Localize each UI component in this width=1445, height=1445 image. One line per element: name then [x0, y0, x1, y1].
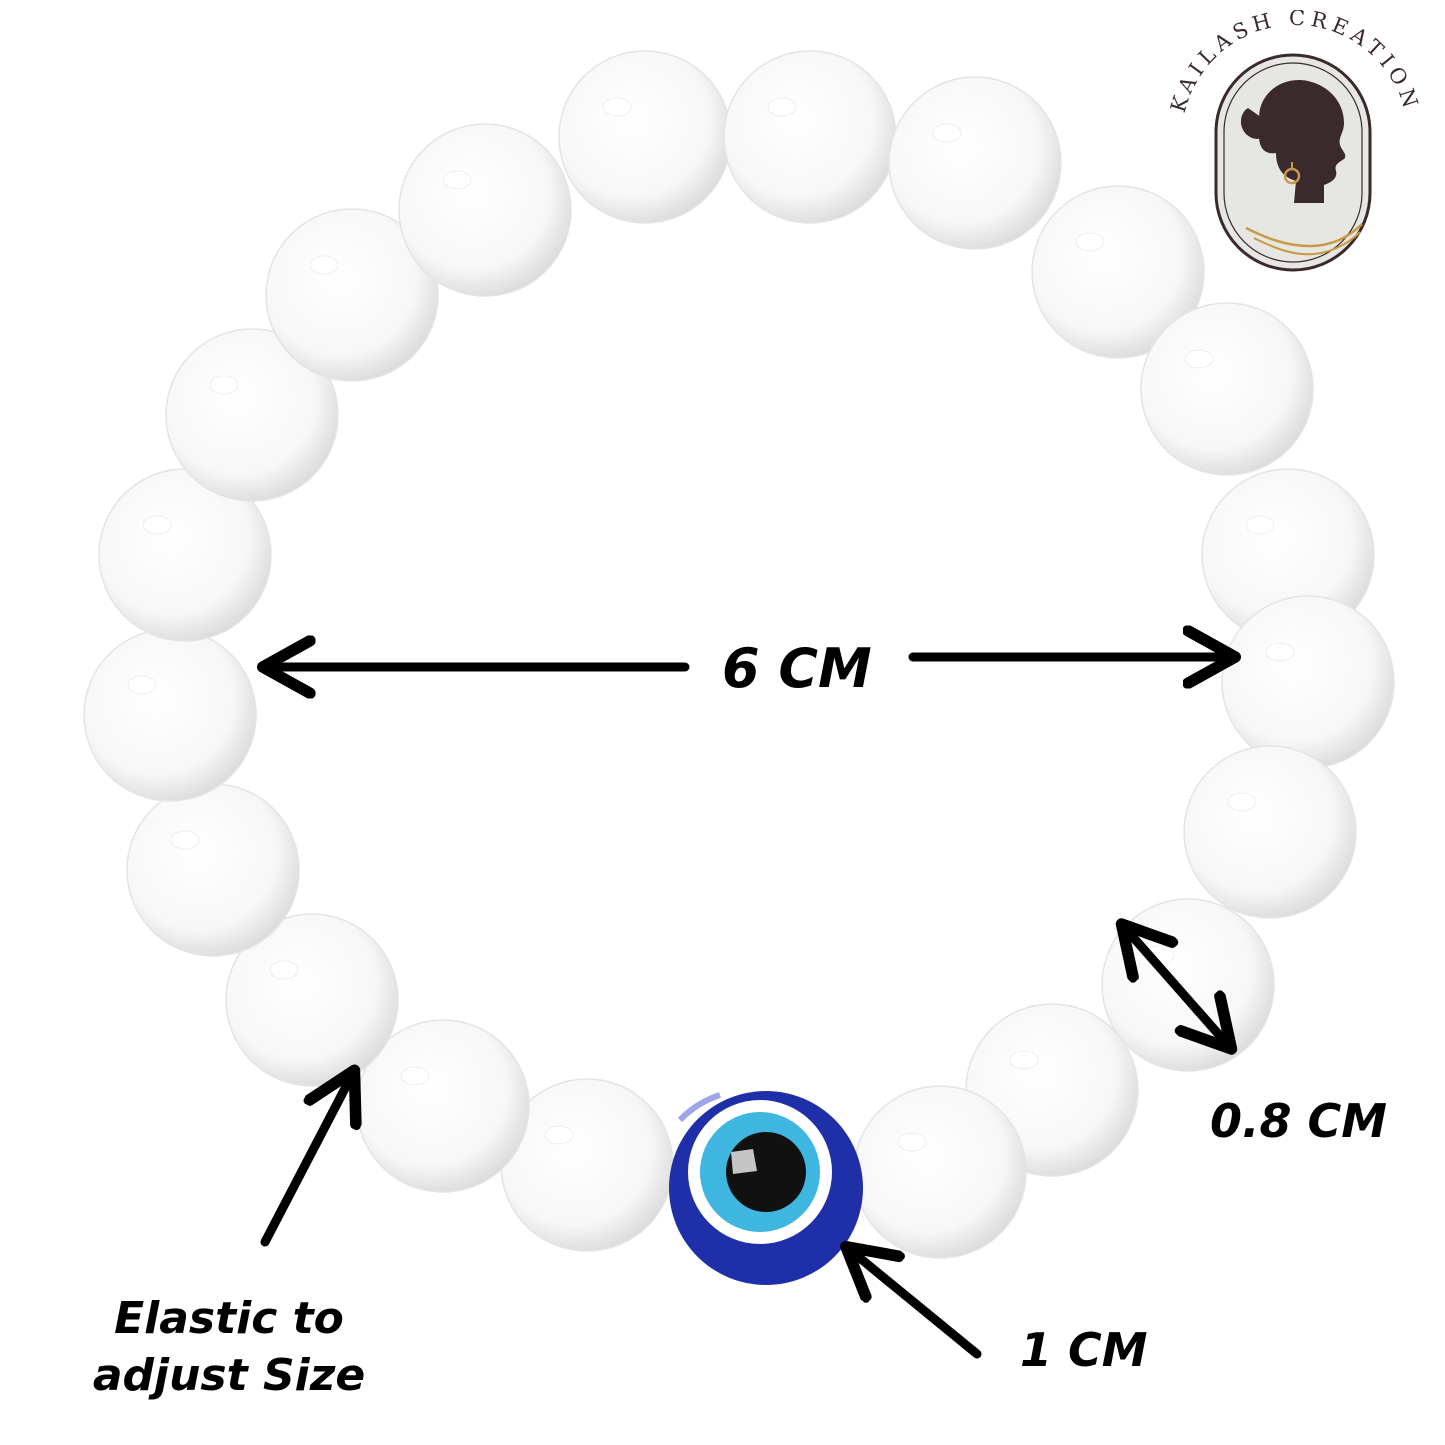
bead: [723, 50, 897, 224]
bead-highlight: [170, 830, 200, 850]
bead: [165, 328, 339, 502]
width-dimension-label: 6 CM: [722, 637, 872, 700]
elastic-note: Elastic to adjust Size: [84, 1290, 374, 1404]
bead-highlight: [544, 1125, 574, 1145]
bead-highlight: [209, 375, 239, 395]
bead-highlight: [1009, 1050, 1039, 1070]
elastic-pointer-arrow: [260, 1075, 352, 1247]
bead-highlight: [1265, 642, 1295, 662]
elastic-note-line1: Elastic to: [114, 1293, 344, 1344]
bead-highlight: [309, 255, 339, 275]
bead: [888, 76, 1062, 250]
brand-logo: KAILASH CREATION: [1166, 10, 1419, 272]
bead-highlight: [1245, 515, 1275, 535]
bead-size-arrow: [1125, 928, 1228, 1045]
bead: [1031, 185, 1205, 359]
bead-highlight: [142, 515, 172, 535]
bead: [126, 783, 300, 957]
bead: [1183, 745, 1357, 919]
bead-highlight: [1075, 232, 1105, 252]
bead: [265, 208, 439, 382]
elastic-note-line2: adjust Size: [92, 1350, 366, 1402]
bead: [1221, 595, 1395, 769]
bead: [83, 628, 257, 802]
bead: [558, 50, 732, 224]
bead-highlight: [602, 97, 632, 117]
bead-highlight: [932, 123, 962, 143]
bead-highlight: [767, 97, 797, 117]
bead-size-label: 0.8 CM: [1210, 1094, 1388, 1148]
bead: [853, 1085, 1027, 1259]
bead-highlight: [400, 1066, 430, 1086]
bead: [398, 123, 572, 297]
bracelet-beads: [83, 50, 1395, 1259]
bead-highlight: [269, 960, 299, 980]
bead-highlight: [897, 1132, 927, 1152]
eye-charm-size-label: 1 CM: [1020, 1323, 1148, 1377]
dimension-arrows: [260, 657, 1230, 1359]
eye-size-pointer-arrow: [850, 1250, 982, 1359]
bead-highlight: [1227, 792, 1257, 812]
bead-highlight: [1184, 349, 1214, 369]
bead-highlight: [442, 170, 472, 190]
bead-highlight: [127, 675, 157, 695]
bead: [1140, 302, 1314, 476]
evil-eye-charm: [669, 1091, 863, 1285]
